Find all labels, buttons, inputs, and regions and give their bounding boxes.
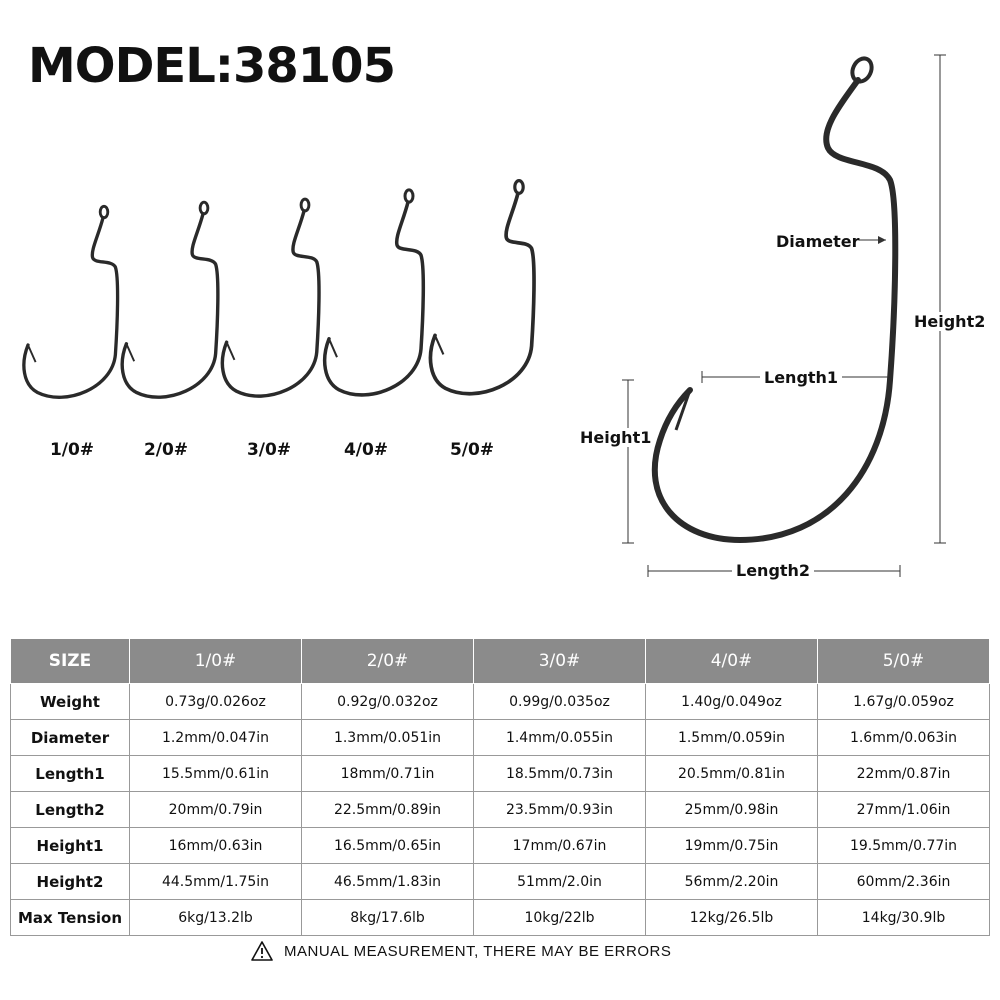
table-row: Max Tension 6kg/13.2lb 8kg/17.6lb 10kg/2… bbox=[10, 899, 990, 936]
row-label: Height2 bbox=[10, 863, 130, 900]
table-header-row: SIZE 1/0# 2/0# 3/0# 4/0# 5/0# bbox=[10, 638, 990, 684]
row-label: Height1 bbox=[10, 827, 130, 864]
row-label: Weight bbox=[10, 683, 130, 720]
height1-label: Height1 bbox=[580, 428, 652, 447]
hook-size-2 bbox=[120, 200, 220, 399]
table-cell: 20.5mm/0.81in bbox=[645, 755, 818, 792]
table-cell: 18.5mm/0.73in bbox=[473, 755, 646, 792]
disclaimer-text: MANUAL MEASUREMENT, THERE MAY BE ERRORS bbox=[284, 942, 672, 960]
height2-label: Height2 bbox=[914, 312, 986, 331]
row-label: Diameter bbox=[10, 719, 130, 756]
table-cell: 0.99g/0.035oz bbox=[473, 683, 646, 720]
warning-icon bbox=[251, 941, 273, 961]
table-cell: 23.5mm/0.93in bbox=[473, 791, 646, 828]
table-cell: 19.5mm/0.77in bbox=[817, 827, 990, 864]
row-label: Max Tension bbox=[10, 899, 130, 936]
spec-table: SIZE 1/0# 2/0# 3/0# 4/0# 5/0# Weight 0.7… bbox=[10, 638, 990, 936]
size-label-1: 1/0# bbox=[49, 440, 95, 460]
table-cell: 1.6mm/0.063in bbox=[817, 719, 990, 756]
model-title: MODEL:38105 bbox=[28, 38, 396, 94]
table-cell: 60mm/2.36in bbox=[817, 863, 990, 900]
table-cell: 22.5mm/0.89in bbox=[301, 791, 474, 828]
header-col: 3/0# bbox=[473, 638, 646, 684]
table-cell: 46.5mm/1.83in bbox=[301, 863, 474, 900]
table-row: Height2 44.5mm/1.75in 46.5mm/1.83in 51mm… bbox=[10, 863, 990, 900]
table-cell: 44.5mm/1.75in bbox=[129, 863, 302, 900]
size-label-4: 4/0# bbox=[343, 440, 389, 460]
table-cell: 20mm/0.79in bbox=[129, 791, 302, 828]
hook-size-3 bbox=[220, 197, 321, 398]
table-cell: 51mm/2.0in bbox=[473, 863, 646, 900]
table-row: Diameter 1.2mm/0.047in 1.3mm/0.051in 1.4… bbox=[10, 719, 990, 756]
size-label-5: 5/0# bbox=[449, 440, 495, 460]
table-cell: 1.5mm/0.059in bbox=[645, 719, 818, 756]
table-cell: 12kg/26.5lb bbox=[645, 899, 818, 936]
table-cell: 1.4mm/0.055in bbox=[473, 719, 646, 756]
table-row: Length1 15.5mm/0.61in 18mm/0.71in 18.5mm… bbox=[10, 755, 990, 792]
table-cell: 18mm/0.71in bbox=[301, 755, 474, 792]
disclaimer: MANUAL MEASUREMENT, THERE MAY BE ERRORS bbox=[250, 940, 671, 962]
table-cell: 1.40g/0.049oz bbox=[645, 683, 818, 720]
table-cell: 19mm/0.75in bbox=[645, 827, 818, 864]
hook-size-1 bbox=[22, 204, 120, 399]
table-cell: 8kg/17.6lb bbox=[301, 899, 474, 936]
table-cell: 27mm/1.06in bbox=[817, 791, 990, 828]
table-cell: 1.67g/0.059oz bbox=[817, 683, 990, 720]
diameter-label: Diameter bbox=[776, 232, 860, 251]
row-label: Length1 bbox=[10, 755, 130, 792]
hooks-illustration bbox=[22, 54, 946, 577]
table-cell: 6kg/13.2lb bbox=[129, 899, 302, 936]
header-col: 4/0# bbox=[645, 638, 818, 684]
table-cell: 14kg/30.9lb bbox=[817, 899, 990, 936]
table-cell: 16mm/0.63in bbox=[129, 827, 302, 864]
table-cell: 22mm/0.87in bbox=[817, 755, 990, 792]
table-cell: 16.5mm/0.65in bbox=[301, 827, 474, 864]
table-cell: 1.3mm/0.051in bbox=[301, 719, 474, 756]
table-row: Weight 0.73g/0.026oz 0.92g/0.032oz 0.99g… bbox=[10, 683, 990, 720]
size-label-2: 2/0# bbox=[143, 440, 189, 460]
size-label-3: 3/0# bbox=[246, 440, 292, 460]
table-cell: 0.73g/0.026oz bbox=[129, 683, 302, 720]
table-cell: 0.92g/0.032oz bbox=[301, 683, 474, 720]
table-row: Length2 20mm/0.79in 22.5mm/0.89in 23.5mm… bbox=[10, 791, 990, 828]
header-col: 5/0# bbox=[817, 638, 990, 684]
hook-size-4 bbox=[322, 188, 426, 397]
length1-label: Length1 bbox=[760, 368, 843, 387]
table-cell: 1.2mm/0.047in bbox=[129, 719, 302, 756]
table-cell: 17mm/0.67in bbox=[473, 827, 646, 864]
diagram-hook bbox=[622, 54, 946, 577]
hook-size-5 bbox=[428, 178, 536, 396]
length2-label: Length2 bbox=[732, 561, 815, 580]
table-cell: 25mm/0.98in bbox=[645, 791, 818, 828]
table-cell: 56mm/2.20in bbox=[645, 863, 818, 900]
header-size: SIZE bbox=[10, 638, 130, 684]
table-cell: 10kg/22lb bbox=[473, 899, 646, 936]
header-col: 1/0# bbox=[129, 638, 302, 684]
table-cell: 15.5mm/0.61in bbox=[129, 755, 302, 792]
row-label: Length2 bbox=[10, 791, 130, 828]
table-row: Height1 16mm/0.63in 16.5mm/0.65in 17mm/0… bbox=[10, 827, 990, 864]
header-col: 2/0# bbox=[301, 638, 474, 684]
